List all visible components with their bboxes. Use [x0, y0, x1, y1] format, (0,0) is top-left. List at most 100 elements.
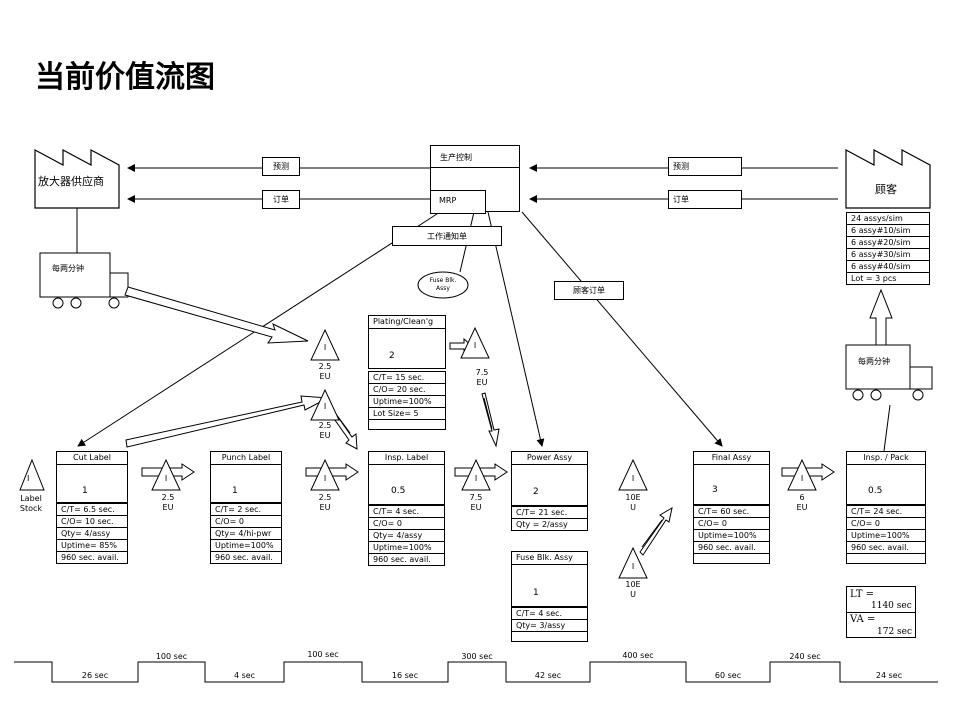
process-name: Cut Label: [57, 452, 127, 465]
data-box-punch-label: C/T= 2 sec. C/O= 0 Qty= 4/hi-pwr Uptime=…: [210, 503, 282, 564]
customer-name: 顾客: [875, 183, 897, 196]
inventory-label: 10E U: [613, 493, 653, 513]
push-arrow-fuse: [639, 506, 673, 556]
process-name: Punch Label: [211, 452, 281, 465]
inventory-mark: I: [164, 474, 168, 483]
mrp-box: MRP: [430, 190, 486, 214]
process-power-assy: Power Assy 2: [511, 451, 588, 506]
supplier-push-arrow: [124, 286, 309, 344]
lead-time-summary: LT = 1140 sec VA = 172 sec: [846, 586, 916, 638]
inventory-unit: U: [630, 503, 636, 512]
production-control-label: 生产控制: [440, 153, 472, 162]
operator-count: 1: [533, 588, 539, 598]
inventory-mark: I: [473, 341, 477, 350]
inventory-unit: EU: [476, 378, 488, 387]
data-row: C/O= 0: [694, 518, 769, 530]
data-row: [694, 554, 769, 563]
process-name: Power Assy: [512, 452, 587, 465]
timeline-va: 16 sec: [391, 671, 419, 680]
order-right-label: 订单: [668, 190, 742, 209]
operator-count: 1: [232, 486, 238, 496]
data-row: C/T= 60 sec.: [694, 506, 769, 518]
data-row: C/O= 0: [847, 518, 925, 530]
data-box-plating: C/T= 15 sec. C/O= 20 sec. Uptime=100% Lo…: [368, 371, 446, 430]
data-row: C/T= 21 sec.: [512, 507, 587, 519]
data-row: Uptime=100%: [694, 530, 769, 542]
timeline-va: 4 sec: [233, 671, 256, 680]
ship-to-customer-arrow: [869, 288, 893, 346]
customer-demand-row: Lot = 3 pcs: [851, 274, 897, 283]
timeline-va: 26 sec: [81, 671, 109, 680]
operator-count: 3: [712, 485, 718, 495]
lt-value: 1140 sec: [871, 601, 912, 611]
fuse-kanban-bubble: [417, 271, 469, 299]
data-row: 960 sec. avail.: [694, 542, 769, 554]
timeline-wait: 100 sec: [155, 652, 188, 661]
inventory-unit: EU: [162, 503, 174, 512]
va-value: 172 sec: [877, 627, 913, 637]
process-fuse-blk-assy: Fuse Blk. Assy 1: [511, 551, 588, 607]
inventory-value: 2.5: [161, 493, 175, 502]
supplier-name: 放大器供应商: [38, 175, 104, 188]
inventory-label: 10E U: [613, 580, 653, 600]
data-row: C/T= 24 sec.: [847, 506, 925, 518]
process-name: Insp. Label: [369, 452, 444, 465]
data-row: 960 sec. avail.: [215, 553, 273, 562]
inventory-mark: I: [631, 474, 635, 483]
inventory-value: 7.5: [475, 368, 489, 377]
forecast-left-label: 预测: [262, 157, 300, 176]
timeline-wait: 400 sec: [622, 651, 654, 660]
inventory-value: 2.5: [318, 421, 332, 430]
order-left-label: 订单: [262, 190, 300, 209]
inventory-label: 7.5 EU: [456, 493, 496, 513]
inventory-mark: I: [323, 343, 327, 352]
data-row: Uptime= 85%: [57, 540, 127, 552]
process-insp-label: Insp. Label 0.5: [368, 451, 445, 505]
data-row: C/O= 10 sec.: [57, 516, 127, 528]
data-row: C/T= 2 sec.: [211, 504, 281, 516]
customer-demand-row: 6 assy#20/sim: [847, 237, 929, 249]
process-name: Final Assy: [694, 452, 769, 465]
customer-demand-row: 6 assy#10/sim: [847, 225, 929, 237]
data-row: Uptime=100%: [211, 540, 281, 552]
data-row: C/T= 15 sec.: [369, 372, 445, 384]
data-row: 960 sec. avail.: [373, 555, 431, 564]
page-title: 当前价值流图: [35, 60, 215, 95]
inventory-unit: EU: [796, 503, 808, 512]
inventory-unit: U: [630, 590, 636, 599]
label-stock-line: Label: [20, 494, 42, 503]
timeline-va: 60 sec: [714, 671, 742, 680]
data-row: Qty= 4/hi-pwr: [211, 528, 281, 540]
timeline-va: 42 sec: [534, 671, 562, 680]
data-row: C/T= 4 sec.: [512, 608, 587, 620]
customer-truck-label: 每两分钟: [858, 357, 890, 366]
timeline-wait: 300 sec: [461, 652, 493, 661]
inventory-label: 2.5 EU: [305, 362, 345, 382]
data-row: 960 sec. avail.: [61, 553, 119, 562]
operator-count: 0.5: [391, 486, 406, 496]
push-arrow-power: [481, 392, 500, 448]
data-row: [512, 632, 587, 641]
label-stock-mark: I: [27, 474, 30, 483]
operator-count: 1: [82, 486, 88, 496]
data-row: C/O= 0: [211, 516, 281, 528]
inventory-mark: I: [800, 474, 804, 483]
operator-count: 0.5: [868, 486, 883, 496]
inventory-value: 2.5: [318, 493, 332, 502]
inventory-label: 2.5 EU: [305, 421, 345, 441]
data-row: C/O= 0: [369, 518, 444, 530]
data-row: Uptime=100%: [369, 396, 445, 408]
inventory-label: 7.5 EU: [462, 368, 502, 388]
work-order-label: 工作通知单: [392, 226, 502, 246]
inventory-unit: EU: [470, 503, 482, 512]
process-name: Fuse Blk. Assy: [512, 552, 587, 565]
inventory-triangles: [19, 326, 817, 579]
data-row: Lot Size= 5: [369, 408, 445, 420]
data-box-insp-label: C/T= 4 sec. C/O= 0 Qty= 4/assy Uptime=10…: [368, 505, 445, 566]
forecast-right-label: 预测: [668, 157, 742, 176]
inventory-label: 6 EU: [782, 493, 822, 513]
data-row: [847, 554, 925, 563]
data-row: Qty= 4/assy: [57, 528, 127, 540]
data-row: C/T= 4 sec.: [369, 506, 444, 518]
timeline-va: 24 sec: [875, 671, 903, 680]
